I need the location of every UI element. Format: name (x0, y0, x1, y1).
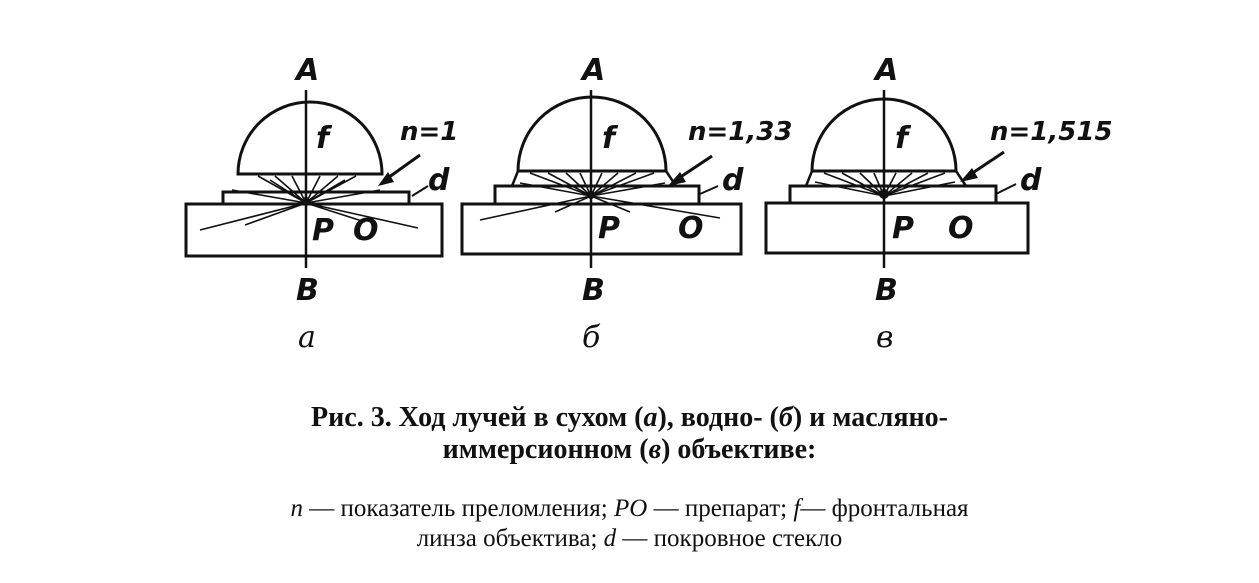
panel-water-objective: A f n=1,33 d P O B б (460, 53, 792, 355)
caption-legend-line-2: линза объектива; d — покровное стекло (416, 525, 843, 552)
panel-sublabel: в (876, 320, 893, 355)
panel-sublabel: а (298, 320, 316, 355)
label-n: n=1,33 (688, 117, 792, 147)
label-bottom-b: B (582, 273, 605, 308)
light-rays (199, 175, 419, 231)
label-top-a: A (294, 53, 319, 88)
caption-title-line-1: Рис. 3. Ход лучей в сухом (а), водно- (б… (311, 402, 948, 433)
label-bottom-b: B (296, 273, 319, 308)
index-arrow (384, 153, 421, 182)
label-o: O (948, 211, 974, 246)
immersion-liquid (804, 170, 968, 187)
light-rays (479, 172, 721, 221)
label-d: d (722, 163, 744, 198)
label-n: n=1,515 (990, 117, 1113, 147)
label-lens-f: f (602, 121, 619, 156)
figure-caption-legend: n — показатель преломления; PO — препара… (0, 494, 1259, 554)
front-lens (810, 97, 958, 173)
label-p: P (312, 213, 334, 248)
label-d: d (428, 163, 450, 198)
panel-sublabel: б (582, 320, 601, 355)
label-p: P (598, 211, 620, 246)
coverslip (493, 184, 701, 206)
label-o: O (678, 211, 704, 246)
label-d: d (1020, 163, 1042, 198)
front-lens (236, 100, 384, 176)
label-top-a: A (873, 53, 898, 88)
figure-caption-title: Рис. 3. Ход лучей в сухом (а), водно- (б… (0, 402, 1259, 466)
panel-dry-objective: A f n=1 d P O B а (184, 53, 458, 355)
label-lens-f: f (316, 121, 333, 156)
caption-title-line-2: иммерсионном (в) объективе: (442, 434, 817, 465)
label-top-a: A (580, 53, 605, 88)
coverslip (221, 190, 411, 206)
label-o: O (353, 213, 379, 248)
caption-legend-line-1: n — показатель преломления; PO — препара… (290, 495, 969, 522)
label-n: n=1 (400, 117, 458, 147)
front-lens (516, 95, 668, 173)
coverslip (788, 184, 998, 205)
panel-oil-objective: A f n=1,515 d P O B в (764, 53, 1113, 355)
label-p: P (892, 211, 914, 246)
label-bottom-b: B (875, 273, 898, 308)
label-lens-f: f (895, 121, 912, 156)
